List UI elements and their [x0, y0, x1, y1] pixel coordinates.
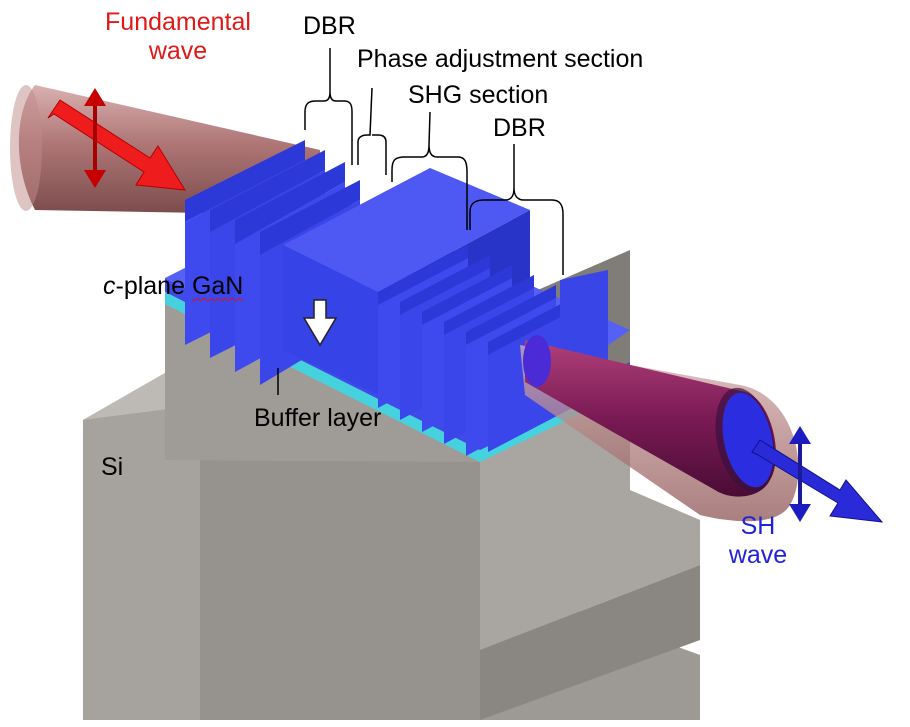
fundamental-label-line2: wave [148, 37, 208, 65]
dbr-left-label: DBR [303, 12, 356, 40]
dbr-left-brace [304, 48, 353, 165]
si-base-top-right [480, 385, 700, 650]
sh-label-line2: wave [728, 541, 788, 569]
c-italic: c [103, 272, 116, 300]
sh-label-line1: SH [740, 512, 776, 540]
gan-text: GaN [191, 272, 244, 300]
sh-beam-aperture [523, 335, 551, 387]
sh-beam [520, 335, 799, 522]
si-front-face [200, 405, 480, 720]
blue-diagonal-arrow-icon [751, 439, 884, 523]
fundamental-wave-label: Fundamental wave [88, 8, 268, 66]
si-label: Si [101, 453, 124, 481]
phase-adjustment-brace [357, 87, 387, 175]
red-double-arrow-vertical-icon [84, 88, 106, 188]
section-braces [277, 48, 564, 395]
shg-section-label: SHG section [408, 81, 549, 109]
si-base-right-front [480, 565, 700, 720]
shg-block-top [283, 168, 530, 292]
sh-beam-end-face [722, 392, 774, 488]
c-plane-gan-label: c-plane GaN [103, 272, 243, 301]
fundamental-label-line1: Fundamental [105, 8, 251, 36]
buffer-layer-label: Buffer layer [254, 404, 382, 432]
plane-text: -plane [115, 272, 192, 300]
si-base-left-face [83, 405, 200, 720]
red-diagonal-arrow-icon [47, 99, 186, 191]
shg-section-brace [391, 111, 468, 230]
phase-adjustment-label: Phase adjustment section [357, 45, 644, 73]
dbr-right-brace [469, 144, 564, 275]
blue-double-arrow-vertical-icon [789, 426, 811, 522]
white-down-arrow-icon [302, 299, 338, 347]
dbr-right-label: DBR [493, 114, 546, 142]
sh-wave-label: SH wave [718, 512, 798, 570]
